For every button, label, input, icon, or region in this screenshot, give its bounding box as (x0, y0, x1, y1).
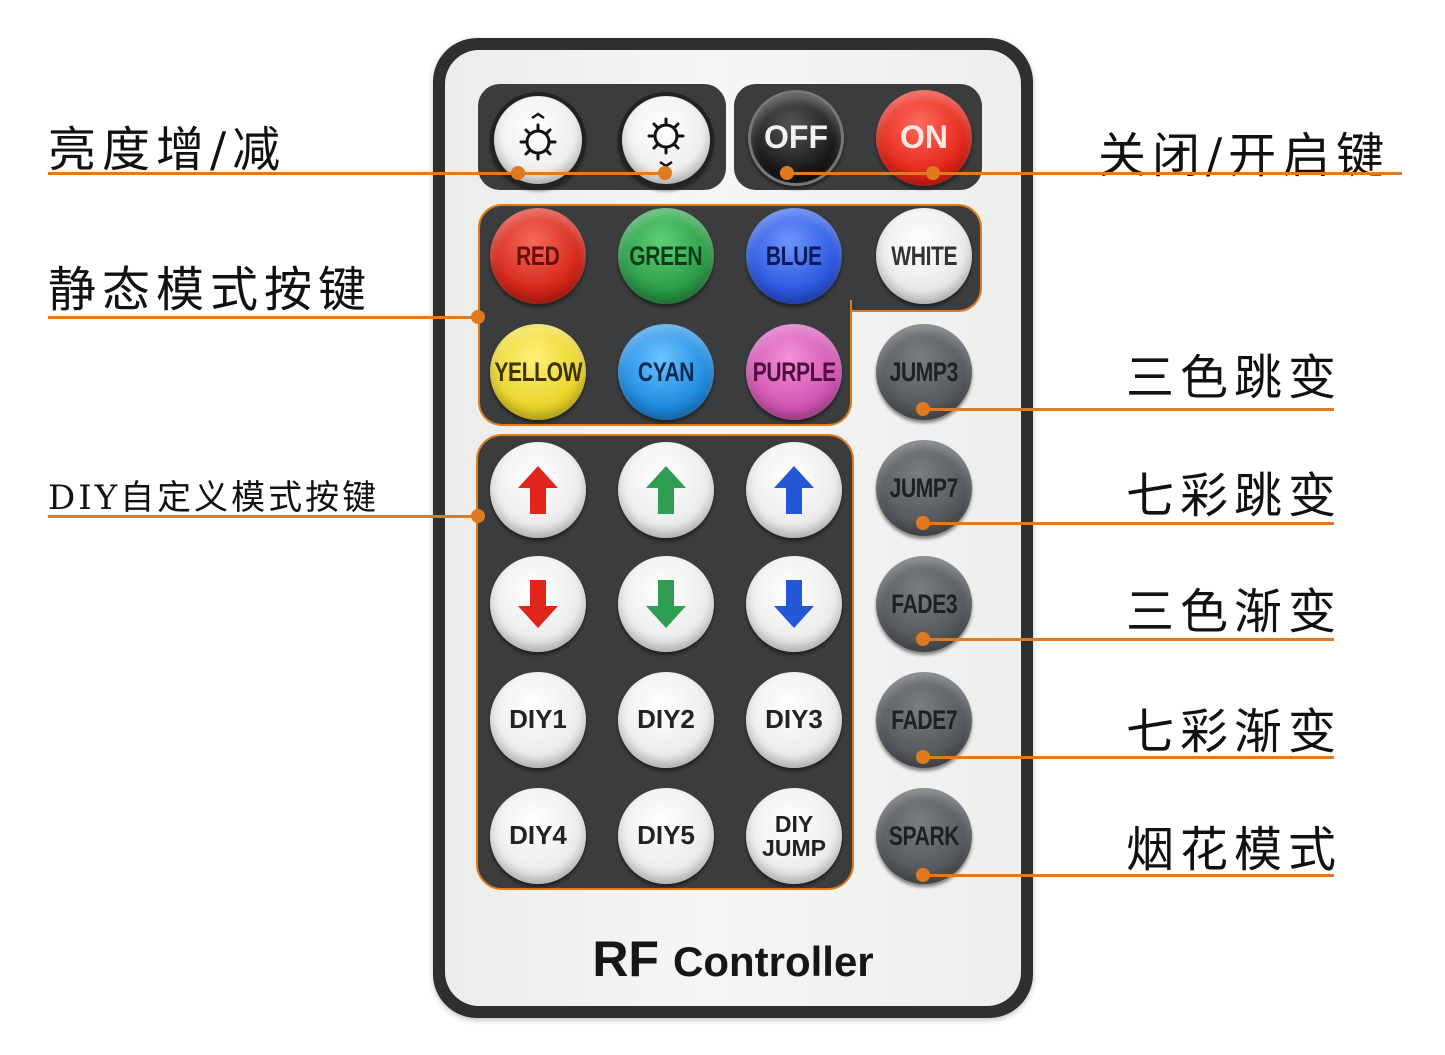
dot-fade3 (916, 632, 930, 646)
dot-fade7 (916, 750, 930, 764)
diy5-button[interactable]: DIY5 (618, 788, 714, 884)
dot-off (780, 166, 794, 180)
dot-jump3 (916, 402, 930, 416)
green-up-button[interactable] (618, 442, 714, 538)
label-power: 关闭/开启键 (1098, 128, 1391, 184)
label-fade3: 三色渐变 (1126, 584, 1343, 640)
white-button[interactable]: WHITE (876, 208, 972, 304)
green-down-button[interactable] (618, 556, 714, 652)
diy2-button[interactable]: DIY2 (618, 672, 714, 768)
green-button[interactable]: GREEN (618, 208, 714, 304)
off-button[interactable]: OFF (748, 90, 844, 186)
diy1-button[interactable]: DIY1 (490, 672, 586, 768)
on-button[interactable]: ON (876, 90, 972, 186)
arrow-down-icon (518, 580, 558, 628)
diy-jump-line1: DIY (774, 810, 814, 837)
purple-button[interactable]: PURPLE (746, 324, 842, 420)
off-label: OFF (764, 119, 828, 156)
static-mode-panel-joint (480, 296, 846, 312)
brand-title: RF Controller (433, 930, 1033, 988)
label-spark: 烟花模式 (1126, 822, 1343, 878)
label-fade7: 七彩渐变 (1126, 704, 1343, 760)
jump3-label: JUMP3 (889, 356, 959, 387)
blue-label: BLUE (766, 240, 822, 271)
brightness-down-icon (647, 117, 685, 168)
cyan-button[interactable]: CYAN (618, 324, 714, 420)
brand-rf: RF (592, 931, 659, 987)
diy2-label: DIY2 (637, 704, 695, 735)
yellow-button[interactable]: YELLOW (490, 324, 586, 420)
arrow-down-icon (646, 580, 686, 628)
dot-on (926, 166, 940, 180)
cyan-label: CYAN (637, 356, 695, 387)
diy5-label: DIY5 (637, 820, 695, 851)
diy3-label: DIY3 (765, 704, 823, 735)
leader-power (786, 172, 1402, 175)
brand-controller: Controller (672, 938, 874, 985)
diy4-button[interactable]: DIY4 (490, 788, 586, 884)
leader-static (48, 316, 478, 319)
dot-static (471, 310, 485, 324)
leader-fade7 (922, 756, 1334, 759)
arrow-up-icon (774, 466, 814, 514)
on-label: ON (900, 119, 948, 156)
red-label: RED (516, 240, 560, 271)
fade7-label: FADE7 (891, 704, 957, 735)
fade3-label: FADE3 (891, 588, 957, 619)
label-brightness: 亮度增/减 (48, 122, 287, 178)
blue-button[interactable]: BLUE (746, 208, 842, 304)
arrow-up-icon (518, 466, 558, 514)
leader-diy (48, 515, 478, 518)
blue-up-button[interactable] (746, 442, 842, 538)
label-jump3: 三色跳变 (1126, 350, 1343, 406)
spark-label: SPARK (888, 820, 960, 851)
leader-jump7 (922, 522, 1334, 525)
diy-jump-line2: JUMP (762, 835, 826, 861)
dot-bright-up (511, 166, 525, 180)
jump3-button[interactable]: JUMP3 (876, 324, 972, 420)
diy-jump-button[interactable]: DIY JUMP (746, 788, 842, 884)
red-down-button[interactable] (490, 556, 586, 652)
diy3-button[interactable]: DIY3 (746, 672, 842, 768)
yellow-label: YELLOW (494, 356, 582, 387)
red-up-button[interactable] (490, 442, 586, 538)
leader-brightness (48, 172, 668, 175)
green-label: GREEN (629, 240, 703, 271)
dot-bright-down (658, 166, 672, 180)
arrow-up-icon (646, 466, 686, 514)
white-label: WHITE (891, 240, 957, 271)
dot-diy (471, 509, 485, 523)
diy1-label: DIY1 (509, 704, 567, 735)
label-diy: DIY自定义模式按键 (48, 478, 380, 518)
leader-spark (922, 874, 1334, 877)
jump7-label: JUMP7 (889, 472, 959, 503)
label-static: 静态模式按键 (48, 262, 373, 318)
leader-fade3 (922, 638, 1334, 641)
arrow-down-icon (774, 580, 814, 628)
leader-jump3 (922, 408, 1334, 411)
blue-down-button[interactable] (746, 556, 842, 652)
purple-label: PURPLE (752, 356, 836, 387)
dot-spark (916, 868, 930, 882)
dot-jump7 (916, 516, 930, 530)
red-button[interactable]: RED (490, 208, 586, 304)
diy-jump-label: DIY JUMP (762, 812, 826, 860)
brightness-up-icon (519, 112, 557, 161)
diy4-label: DIY4 (509, 820, 567, 851)
label-jump7: 七彩跳变 (1126, 468, 1343, 524)
